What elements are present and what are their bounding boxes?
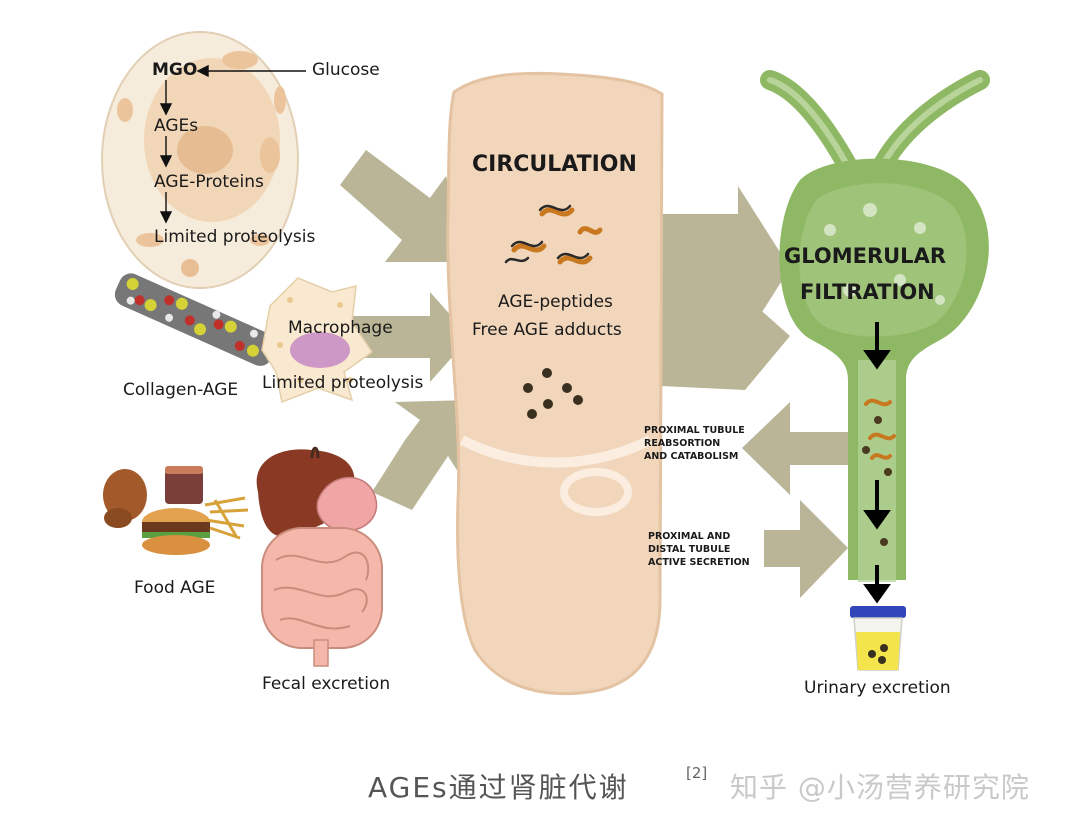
reabsorption-line-2: REABSORTION bbox=[644, 438, 721, 449]
arrow-circulation-to-kidney-2 bbox=[640, 290, 790, 390]
label-food-age: Food AGE bbox=[134, 578, 216, 598]
arrow-cell-to-circulation bbox=[340, 150, 470, 262]
label-collagen-age: Collagen-AGE bbox=[123, 380, 239, 400]
label-secretion: PROXIMAL AND DISTAL TUBULE ACTIVE SECRET… bbox=[648, 530, 750, 569]
label-macrophage: Macrophage bbox=[288, 318, 393, 338]
caption: AGEs通过肾脏代谢 [2] 知乎 @小汤营养研究院 bbox=[0, 764, 1080, 816]
arrow-reabsorption bbox=[742, 402, 850, 495]
label-age-peptides: AGE-peptides bbox=[498, 292, 613, 312]
arrow-secretion bbox=[764, 500, 848, 598]
macrophage-illustration bbox=[261, 277, 374, 404]
cell-pathway-arrows bbox=[159, 64, 306, 224]
glomerular-title-line1: GLOMERULAR bbox=[784, 244, 946, 268]
watermark: 知乎 @小汤营养研究院 bbox=[730, 771, 1030, 804]
collagen-fibre bbox=[114, 273, 277, 366]
age-peptide-marks bbox=[504, 204, 603, 265]
kidney-illustration bbox=[760, 70, 990, 604]
circulation-title: CIRCULATION bbox=[472, 152, 637, 177]
cell-illustration bbox=[101, 31, 299, 289]
reabsorption-line-1: PROXIMAL TUBULE bbox=[644, 425, 745, 436]
label-limited-proteolysis-macrophage: Limited proteolysis bbox=[262, 373, 424, 393]
blood-vessel-illustration bbox=[446, 71, 664, 696]
label-mgo: MGO bbox=[152, 60, 198, 80]
caption-reference[interactable]: [2] bbox=[686, 764, 708, 782]
secretion-line-2: DISTAL TUBULE bbox=[648, 544, 731, 555]
label-glucose: Glucose bbox=[312, 60, 380, 80]
label-fecal-excretion: Fecal excretion bbox=[262, 674, 391, 694]
label-age-proteins: AGE-Proteins bbox=[154, 172, 264, 192]
label-ages: AGEs bbox=[154, 116, 199, 136]
label-free-age-adducts: Free AGE adducts bbox=[472, 320, 622, 340]
label-urinary-excretion: Urinary excretion bbox=[804, 678, 951, 698]
secretion-line-1: PROXIMAL AND bbox=[648, 531, 731, 542]
caption-text: AGEs通过肾脏代谢 bbox=[368, 771, 629, 804]
label-reabsorption: PROXIMAL TUBULE REABSORTION AND CATABOLI… bbox=[644, 424, 745, 463]
glomerular-title-line2: FILTRATION bbox=[800, 280, 935, 304]
label-limited-proteolysis-cell: Limited proteolysis bbox=[154, 227, 316, 247]
arrow-liver-to-circulation bbox=[372, 400, 472, 510]
secretion-line-3: ACTIVE SECRETION bbox=[648, 557, 750, 568]
free-age-adduct-dots bbox=[523, 368, 583, 419]
arrow-macrophage-to-circulation bbox=[352, 292, 470, 382]
reabsorption-line-3: AND CATABOLISM bbox=[644, 451, 739, 462]
flow-arrows bbox=[340, 150, 850, 598]
urine-cup-illustration bbox=[850, 606, 906, 671]
digestive-illustration bbox=[256, 446, 383, 667]
food-illustration bbox=[103, 466, 249, 555]
